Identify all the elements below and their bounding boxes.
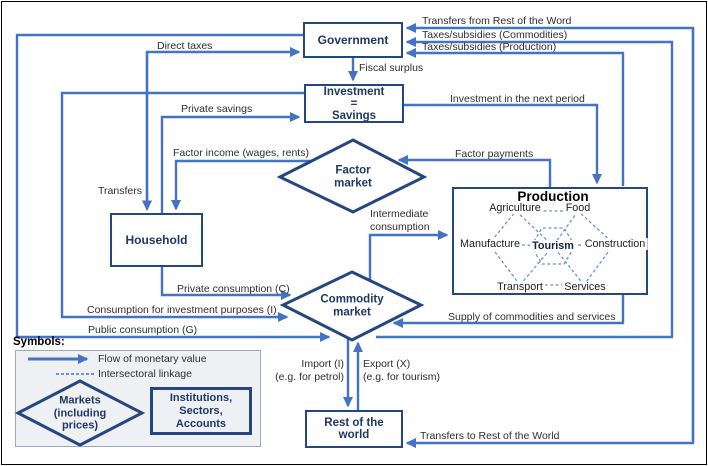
sector-agriculture: Agriculture — [487, 202, 543, 214]
label-investment-next-period: Investment in the next period — [450, 93, 585, 105]
government-box: Government — [303, 22, 403, 58]
label-private-consumption: Private consumption (C) — [177, 283, 290, 295]
label-taxes-commodities: Taxes/subsidies (Commodities) — [422, 29, 568, 41]
legend-markets-label: Markets (including prices) — [53, 394, 107, 432]
sector-inner-ring-link — [530, 227, 576, 265]
factor-market-label: Factor market — [334, 164, 372, 190]
sector-tourism: Tourism — [530, 240, 576, 252]
label-direct-taxes: Direct taxes — [157, 40, 213, 52]
label-factor-income: Factor income (wages, rents) — [173, 147, 309, 159]
legend-institutions-box: Institutions, Sectors, Accounts — [150, 387, 252, 435]
label-factor-payments: Factor payments — [455, 148, 534, 160]
legend-markets-diamond — [14, 379, 146, 447]
label-taxes-production: Taxes/subsidies (Production) — [422, 41, 557, 53]
rest-of-world-box: Rest of the world — [305, 410, 403, 448]
label-transfers: Transfers — [98, 185, 142, 197]
household-box: Household — [110, 213, 203, 267]
legend-linkage-label: Intersectoral linkage — [98, 368, 192, 380]
sector-construction: Construction — [582, 238, 648, 250]
flow-taxes-commodities — [376, 37, 674, 339]
sector-transport: Transport — [495, 281, 545, 293]
sector-services: Services — [562, 281, 608, 293]
label-private-savings: Private savings — [181, 103, 253, 115]
symbols-title: Symbols: — [13, 336, 65, 348]
flow-supply — [392, 295, 625, 328]
flow-investment-next-period — [404, 103, 602, 185]
sector-food: Food — [563, 202, 593, 214]
label-supply: Supply of commodities and services — [448, 311, 616, 323]
flow-factor-payments — [397, 155, 552, 187]
legend-flow-label: Flow of monetary value — [98, 353, 207, 365]
flow-consumption-investment — [60, 91, 304, 322]
label-transfers-to-row: Transfers to Rest of the World — [420, 430, 560, 442]
investment-savings-box: Investment = Savings — [304, 84, 404, 123]
sector-spoke-links — [488, 210, 615, 286]
label-transfers-from-row: Transfers from Rest of the Word — [422, 15, 572, 27]
sector-manufacture: Manufacture — [457, 238, 523, 250]
flow-public-consumption — [15, 33, 331, 342]
flow-private-savings — [160, 112, 301, 213]
commodity-market-label: Commodity market — [320, 293, 384, 319]
label-export: Export (X) (e.g. for tourism) — [363, 358, 441, 383]
factor-market-diamond — [276, 138, 428, 214]
label-consumption-investment: Consumption for investment purposes (I) — [87, 304, 277, 316]
label-import: Import (I) (e.g. for petrol) — [275, 358, 344, 383]
flow-taxes-production — [405, 48, 625, 186]
flow-private-consumption — [160, 267, 292, 300]
flow-intermediate-consumption — [368, 230, 449, 281]
label-intermediate-consumption: Intermediate consumption — [370, 208, 430, 233]
label-public-consumption: Public consumption (G) — [88, 324, 198, 336]
flow-factor-income — [171, 159, 312, 211]
label-fiscal-surplus: Fiscal surplus — [359, 62, 424, 74]
production-title: Production — [517, 189, 589, 204]
flow-transfers-to-row — [405, 28, 695, 448]
commodity-market-diamond — [279, 270, 425, 342]
